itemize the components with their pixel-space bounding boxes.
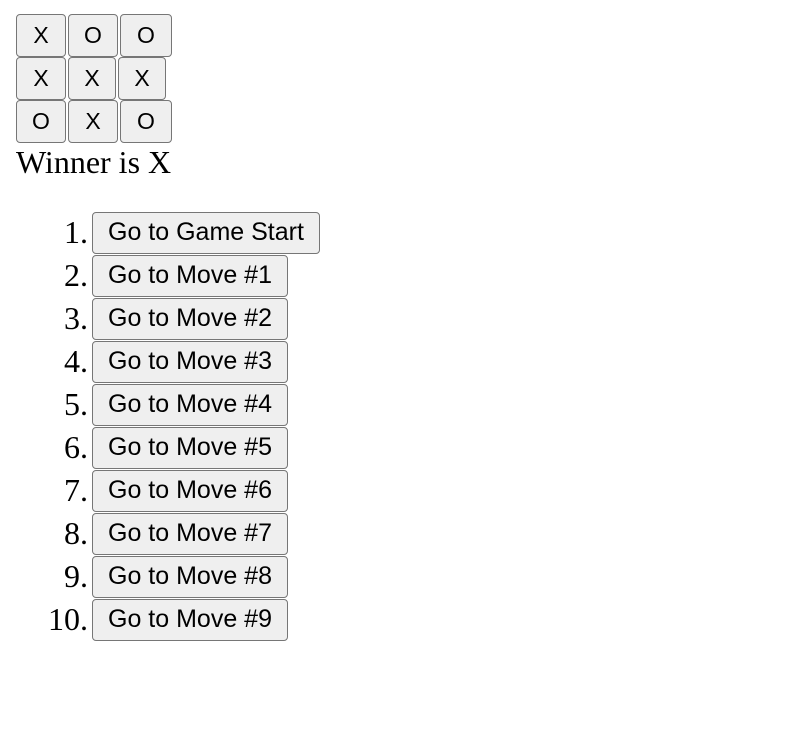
- move-number: 6.: [64, 429, 88, 465]
- move-number: 7.: [64, 472, 88, 508]
- board-square[interactable]: X: [118, 57, 166, 100]
- board-square[interactable]: X: [68, 57, 116, 100]
- board-square[interactable]: O: [16, 100, 66, 143]
- list-item: 8. Go to Move #7: [0, 512, 320, 555]
- go-to-move-button[interactable]: Go to Move #4: [92, 383, 288, 426]
- board-row: X O O: [16, 14, 174, 57]
- move-number: 10.: [48, 601, 88, 637]
- move-number: 5.: [64, 386, 88, 422]
- list-item: 4. Go to Move #3: [0, 340, 320, 383]
- list-item: 1. Go to Game Start: [0, 211, 320, 254]
- go-to-move-button[interactable]: Go to Move #5: [92, 426, 288, 469]
- game-status: Winner is X: [16, 144, 172, 180]
- go-to-move-button[interactable]: Go to Move #3: [92, 340, 288, 383]
- board-square[interactable]: X: [16, 14, 66, 57]
- board-square[interactable]: X: [16, 57, 66, 100]
- list-item: 5. Go to Move #4: [0, 383, 320, 426]
- board-square[interactable]: O: [68, 14, 118, 57]
- list-item: 3. Go to Move #2: [0, 297, 320, 340]
- game-board: X O O X X X O X O: [16, 14, 174, 143]
- list-item: 6. Go to Move #5: [0, 426, 320, 469]
- move-number: 2.: [64, 257, 88, 293]
- go-to-move-button[interactable]: Go to Move #7: [92, 512, 288, 555]
- move-number: 3.: [64, 300, 88, 336]
- go-to-move-button[interactable]: Go to Move #2: [92, 297, 288, 340]
- board-square[interactable]: O: [120, 100, 172, 143]
- list-item: 7. Go to Move #6: [0, 469, 320, 512]
- board-square[interactable]: X: [68, 100, 118, 143]
- move-number: 9.: [64, 558, 88, 594]
- board-square[interactable]: O: [120, 14, 172, 57]
- go-to-move-button[interactable]: Go to Move #9: [92, 598, 288, 641]
- go-to-move-button[interactable]: Go to Move #6: [92, 469, 288, 512]
- list-item: 10. Go to Move #9: [0, 598, 320, 641]
- go-to-game-start-button[interactable]: Go to Game Start: [92, 211, 320, 254]
- board-row: X X X: [16, 57, 174, 100]
- move-number: 1.: [64, 214, 88, 250]
- move-number: 4.: [64, 343, 88, 379]
- go-to-move-button[interactable]: Go to Move #1: [92, 254, 288, 297]
- board-row: O X O: [16, 100, 174, 143]
- move-history-list: 1. Go to Game Start 2. Go to Move #1 3. …: [0, 211, 320, 641]
- list-item: 9. Go to Move #8: [0, 555, 320, 598]
- move-number: 8.: [64, 515, 88, 551]
- go-to-move-button[interactable]: Go to Move #8: [92, 555, 288, 598]
- list-item: 2. Go to Move #1: [0, 254, 320, 297]
